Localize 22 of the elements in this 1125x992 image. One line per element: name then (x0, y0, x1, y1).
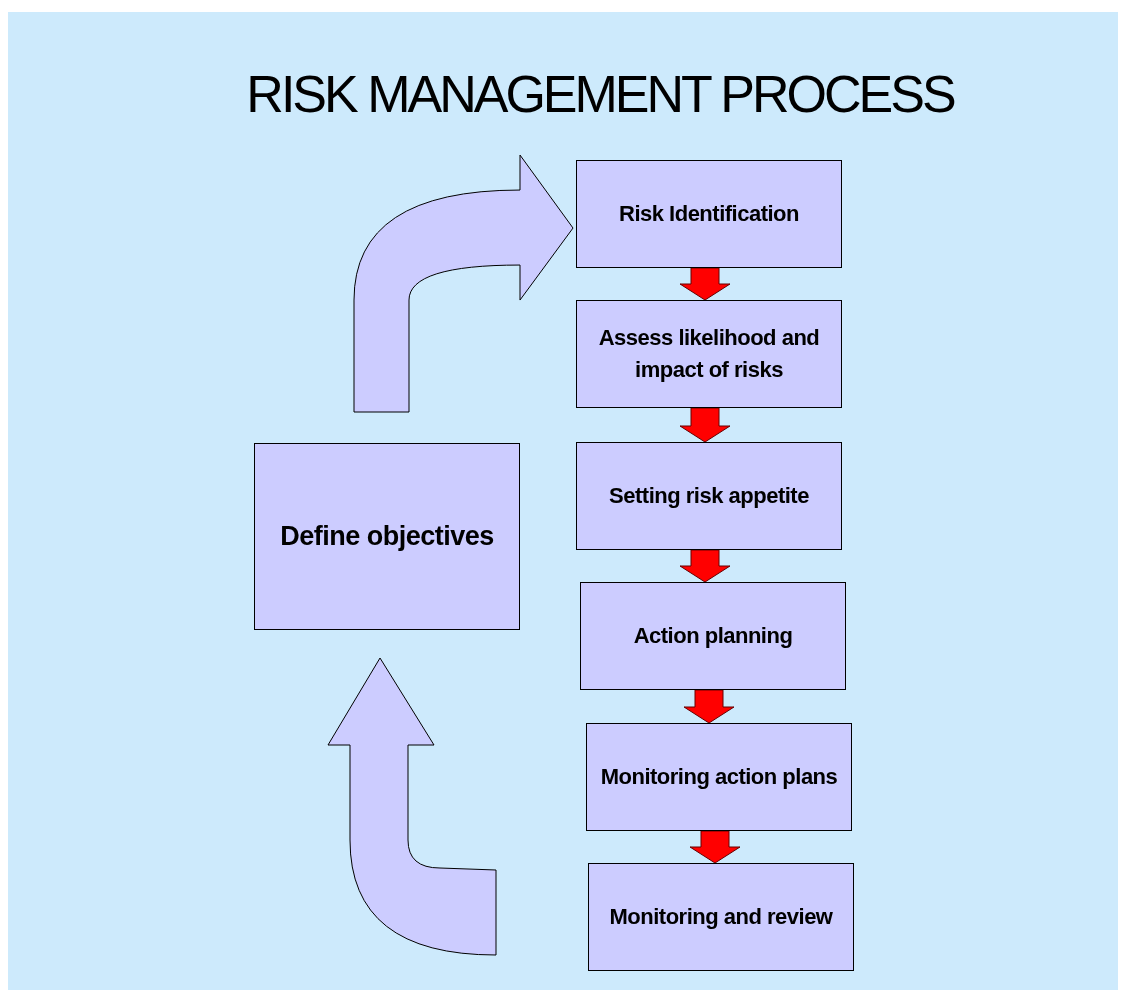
box-label: Monitoring and review (609, 903, 833, 931)
box-label: Setting risk appetite (609, 482, 809, 510)
down-arrow (683, 689, 735, 724)
box-label: Monitoring action plans (600, 763, 838, 791)
curved-block-arrow (353, 154, 574, 413)
title: RISK MANAGEMENT PROCESS (245, 64, 956, 125)
box-label: Assess likelihood and impact of risks (597, 324, 821, 384)
down-arrow (679, 549, 731, 583)
down-arrow (679, 407, 731, 443)
process-box (576, 160, 842, 268)
down-arrow (679, 267, 731, 301)
process-box (576, 300, 842, 408)
box-label: Define objectives (280, 520, 494, 553)
down-arrow (689, 830, 741, 864)
curved-block-arrow (327, 657, 497, 956)
process-box (580, 582, 846, 690)
box-label: Risk Identification (619, 200, 799, 228)
process-box (588, 863, 854, 971)
process-box (576, 442, 842, 550)
process-box (254, 443, 520, 630)
process-box (586, 723, 852, 831)
box-label: Action planning (633, 622, 793, 650)
